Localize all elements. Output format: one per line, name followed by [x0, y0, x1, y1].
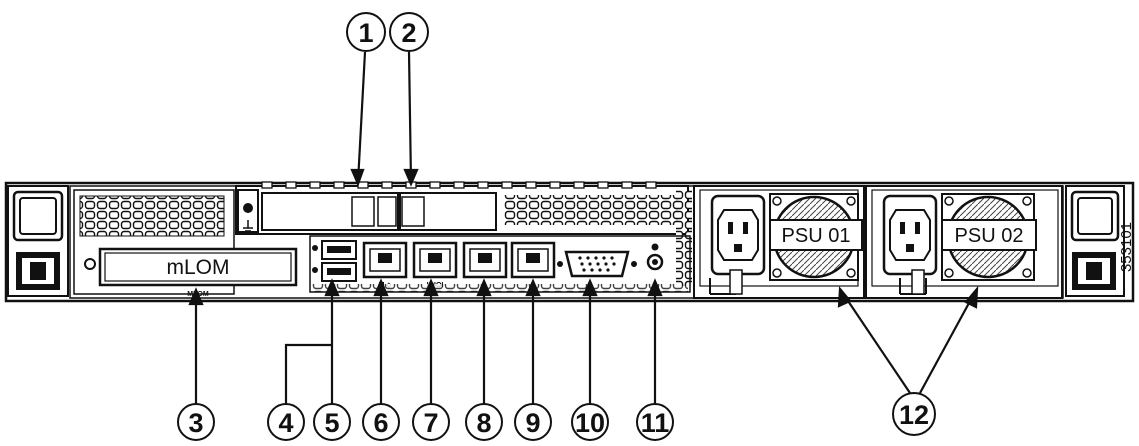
vga-port [557, 250, 637, 278]
callout-3: 3 [177, 403, 215, 441]
callout-6: 6 [362, 403, 400, 441]
figure-number: 353101 [1118, 222, 1135, 272]
callout-11: 11 [636, 403, 674, 441]
svg-text:11: 11 [641, 408, 670, 438]
svg-text:10: 10 [575, 408, 605, 438]
svg-text:8: 8 [476, 408, 491, 438]
callouts: 1 2 3 4 5 6 7 8 [177, 12, 936, 441]
svg-text:2: 2 [401, 18, 416, 48]
svg-text:1: 1 [358, 18, 373, 48]
io-port-area: M ⬦ IOIOI ⬦ ⬦ [309, 235, 691, 293]
lan2-ethernet-port: ⬦ [510, 241, 556, 289]
mlom-label: mLOM [167, 256, 230, 279]
callout-10: 10 [571, 403, 609, 441]
pcie-riser-area [235, 181, 692, 286]
unit-identification-button [646, 243, 664, 271]
svg-text:3: 3 [188, 408, 203, 438]
callout-2: 2 [389, 12, 429, 52]
lan1-ethernet-port: ⬦ [462, 241, 508, 289]
svg-text:4: 4 [278, 408, 293, 438]
right-rack-ear [1065, 185, 1125, 297]
psu-02-label: PSU 02 [955, 225, 1024, 247]
leader-lines [188, 51, 979, 407]
left-rack-ear [7, 185, 69, 297]
callout-1: 1 [346, 12, 386, 52]
svg-text:9: 9 [525, 408, 540, 438]
callout-8: 8 [465, 403, 503, 441]
svg-text:12: 12 [899, 400, 929, 430]
psu-02: PSU 02 [865, 185, 1063, 299]
callout-5: 5 [313, 403, 351, 441]
pcie-slot-2 [399, 192, 497, 231]
svg-text:7: 7 [423, 408, 438, 438]
psu-01-label: PSU 01 [782, 225, 851, 247]
psu-01: PSU 01 [693, 185, 865, 299]
svg-text:6: 6 [373, 408, 388, 438]
svg-text:5: 5 [324, 408, 339, 438]
mlom-bay: mLOM MLOM [73, 189, 298, 298]
callout-9: 9 [514, 403, 552, 441]
callout-7: 7 [412, 403, 450, 441]
pcie-slot-1 [261, 192, 399, 231]
callout-4: 4 [267, 403, 305, 441]
usb-ports [312, 240, 357, 282]
callout-12: 12 [892, 392, 936, 436]
